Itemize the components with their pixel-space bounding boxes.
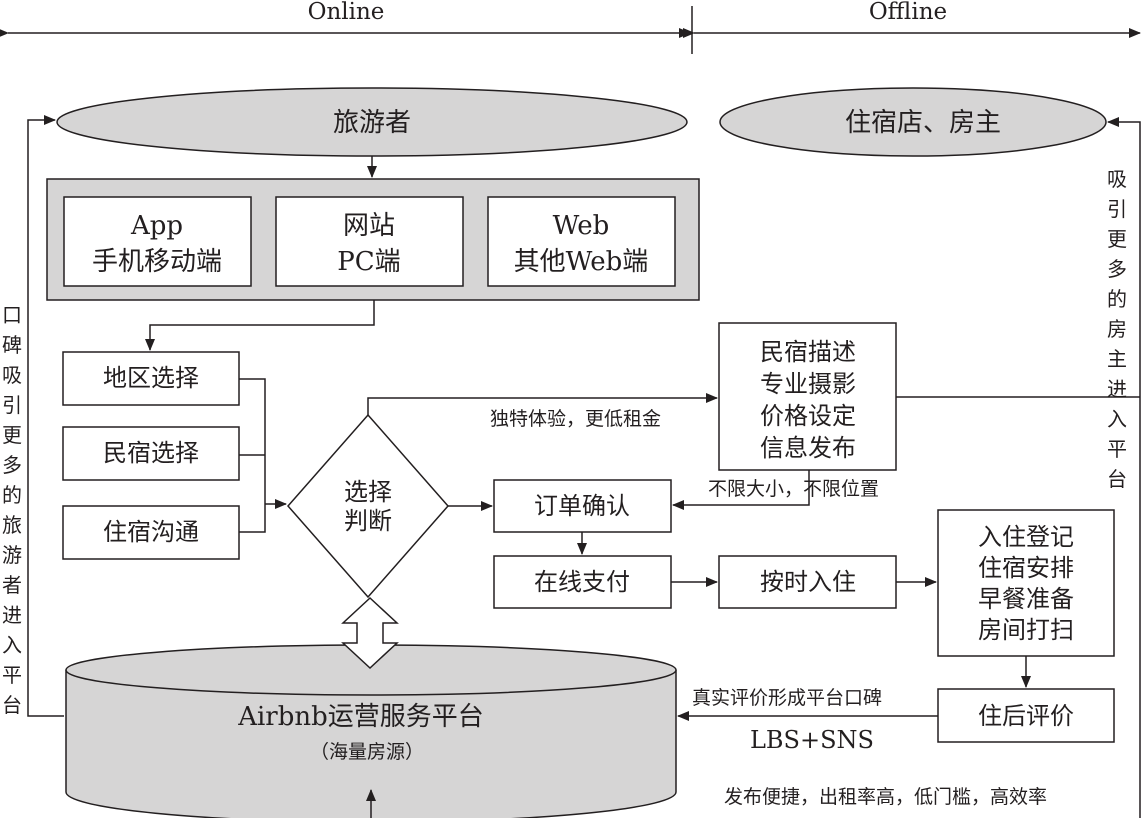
right-side-label: 吸 引 更 多 的 房 主 进 入 平 台 bbox=[1107, 167, 1127, 491]
svg-text:进: 进 bbox=[2, 603, 22, 627]
traveler-label: 旅游者 bbox=[333, 108, 411, 138]
svg-text:引: 引 bbox=[2, 393, 22, 417]
svg-text:入: 入 bbox=[1107, 407, 1127, 431]
connectors bbox=[27, 115, 1141, 818]
listing-line-4: 信息发布 bbox=[760, 434, 856, 462]
listing-line-3: 价格设定 bbox=[760, 402, 856, 430]
order-confirm-label: 订单确认 bbox=[534, 492, 630, 520]
svg-text:台: 台 bbox=[1107, 467, 1127, 491]
annotation-unlimited: 不限大小，不限位置 bbox=[708, 478, 879, 500]
annotation-lbs-sns: LBS+SNS bbox=[750, 726, 874, 754]
channel-pc-box bbox=[275, 196, 464, 287]
order-confirm-box bbox=[493, 479, 672, 533]
svg-text:的: 的 bbox=[2, 483, 22, 507]
service-line-3: 早餐准备 bbox=[978, 585, 1074, 613]
platform-title: Airbnb运营服务平台 bbox=[237, 702, 484, 732]
svg-text:游: 游 bbox=[2, 543, 22, 567]
svg-text:碑: 碑 bbox=[2, 333, 22, 357]
svg-text:进: 进 bbox=[1107, 377, 1127, 401]
listing-box bbox=[718, 322, 897, 471]
online-offline-header: Online Offline bbox=[0, 0, 1141, 54]
decision-platform-double-arrow bbox=[341, 596, 399, 670]
service-line-1: 入住登记 bbox=[978, 523, 1074, 551]
listing-line-2: 专业摄影 bbox=[760, 370, 856, 398]
channel-web-box bbox=[487, 196, 676, 287]
homestay-select-box bbox=[62, 426, 240, 481]
svg-text:吸: 吸 bbox=[2, 363, 22, 387]
svg-text:入: 入 bbox=[2, 633, 22, 657]
host-label: 住宿店、房主 bbox=[845, 108, 1001, 138]
homestay-select-label: 民宿选择 bbox=[103, 439, 199, 467]
platform-subtitle: （海量房源） bbox=[310, 741, 424, 763]
channel-pc-line1: 网站 bbox=[343, 211, 395, 241]
region-select-box bbox=[62, 351, 240, 406]
channel-app-box bbox=[63, 196, 252, 287]
svg-text:更: 更 bbox=[2, 423, 22, 447]
svg-text:的: 的 bbox=[1107, 287, 1127, 311]
svg-text:多: 多 bbox=[1107, 257, 1127, 281]
svg-text:房: 房 bbox=[1107, 317, 1127, 341]
host-ellipse bbox=[719, 87, 1107, 157]
region-select-label: 地区选择 bbox=[103, 364, 199, 392]
communication-box bbox=[62, 505, 240, 560]
review-label: 住后评价 bbox=[978, 702, 1074, 730]
svg-text:平: 平 bbox=[1107, 437, 1127, 461]
svg-text:更: 更 bbox=[1107, 227, 1127, 251]
svg-text:多: 多 bbox=[2, 453, 22, 477]
online-label: Online bbox=[308, 0, 385, 25]
svg-text:者: 者 bbox=[2, 573, 22, 597]
offline-label: Offline bbox=[869, 0, 947, 25]
service-line-2: 住宿安排 bbox=[978, 554, 1074, 582]
checkin-label: 按时入住 bbox=[760, 568, 856, 596]
service-box bbox=[937, 509, 1115, 657]
payment-label: 在线支付 bbox=[534, 568, 630, 596]
channel-pc-line2: PC端 bbox=[337, 247, 400, 277]
platform-cylinder bbox=[65, 644, 677, 818]
annotation-reputation: 真实评价形成平台口碑 bbox=[692, 687, 882, 709]
svg-text:平: 平 bbox=[2, 663, 22, 687]
svg-text:台: 台 bbox=[2, 693, 22, 717]
svg-text:吸: 吸 bbox=[1107, 167, 1127, 191]
service-line-4: 房间打扫 bbox=[978, 616, 1074, 644]
decision-line1: 选择 bbox=[344, 478, 392, 506]
listing-line-1: 民宿描述 bbox=[760, 338, 856, 366]
channel-app-line1: App bbox=[130, 211, 183, 241]
decision-diamond bbox=[287, 413, 449, 599]
channel-app-line2: 手机移动端 bbox=[92, 247, 222, 277]
svg-text:主: 主 bbox=[1107, 347, 1127, 371]
channel-web-line1: Web bbox=[553, 211, 610, 241]
annotation-unique-experience: 独特体验，更低租金 bbox=[490, 408, 661, 430]
checkin-box bbox=[718, 555, 897, 609]
channel-web-line2: 其他Web端 bbox=[514, 247, 649, 277]
left-side-label: 口 碑 吸 引 更 多 的 旅 游 者 进 入 平 台 bbox=[2, 303, 22, 717]
svg-text:引: 引 bbox=[1107, 197, 1127, 221]
communication-label: 住宿沟通 bbox=[103, 518, 199, 546]
svg-text:口: 口 bbox=[2, 303, 22, 327]
svg-text:旅: 旅 bbox=[2, 513, 22, 537]
annotation-benefits: 发布便捷，出租率高，低门槛，高效率 bbox=[724, 786, 1047, 808]
decision-line2: 判断 bbox=[344, 507, 392, 535]
